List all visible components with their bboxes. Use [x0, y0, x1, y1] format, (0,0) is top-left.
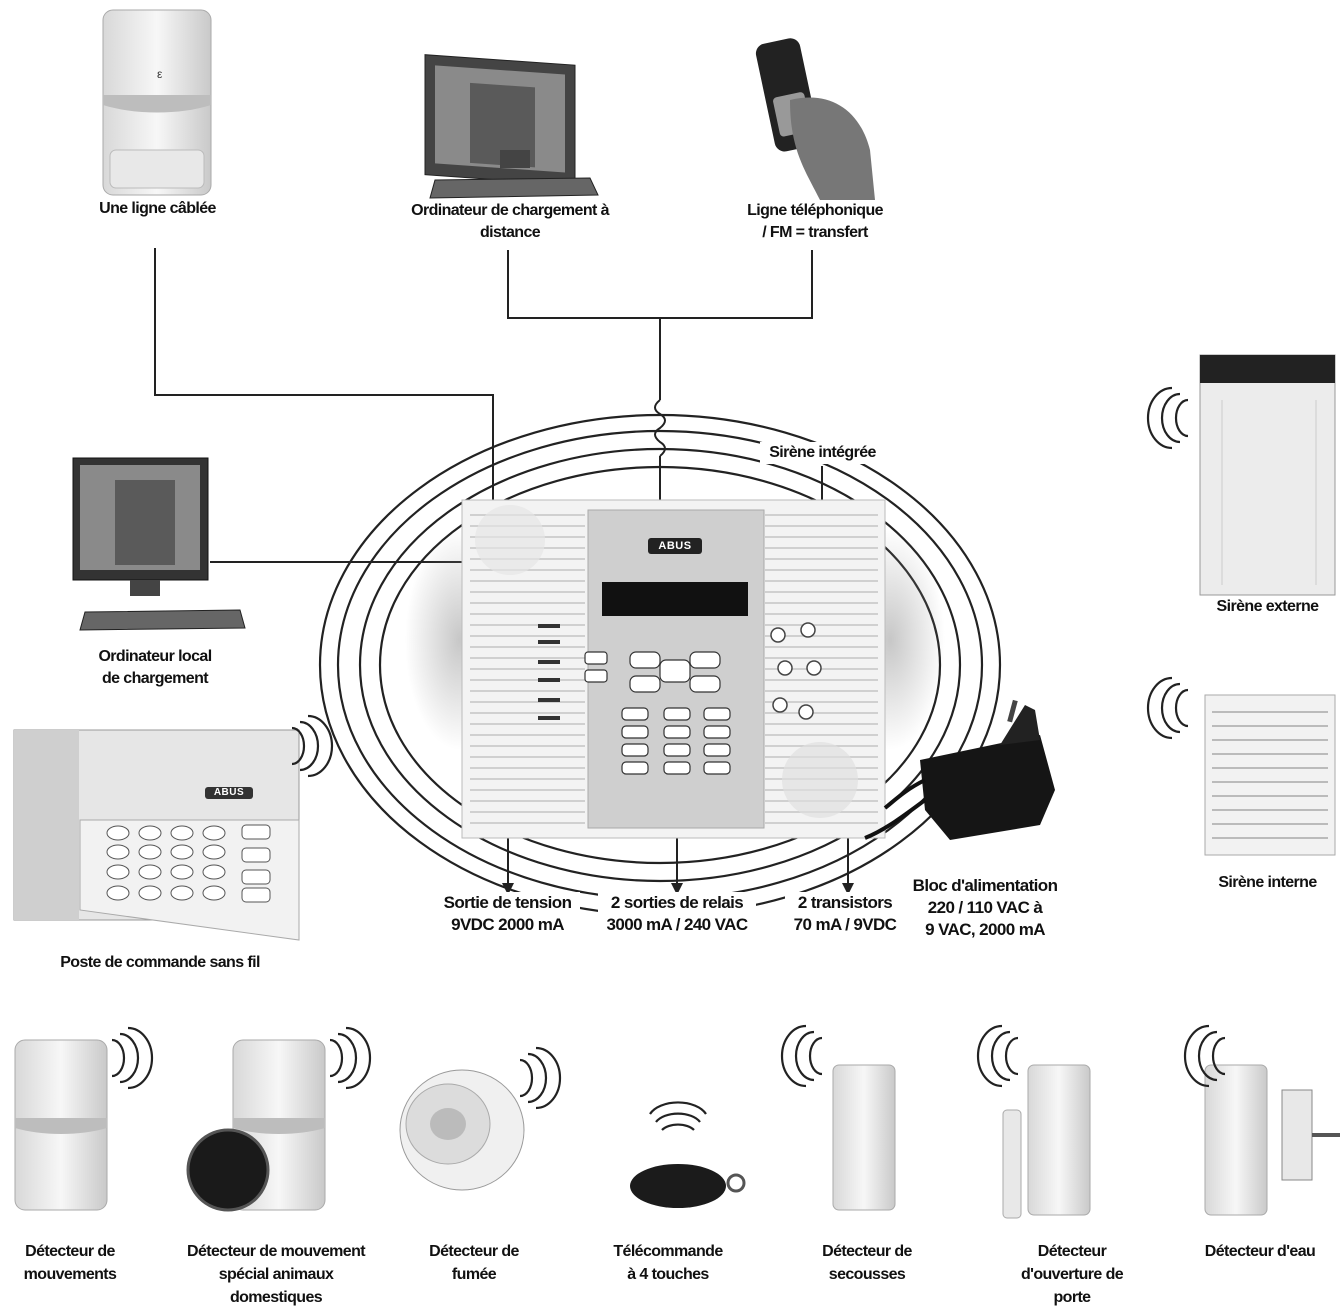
caption-line1: Détecteur de — [25, 1243, 115, 1260]
caption-water-detector: Détecteur d'eau — [1180, 1240, 1340, 1263]
label-relay-outputs-line2: 3000 mA / 240 VAC — [598, 914, 756, 936]
water-detector-device — [1204, 1064, 1340, 1216]
smoke-detector-device — [399, 1069, 525, 1191]
external-siren-radio-waves — [1146, 386, 1189, 450]
caption-line3: domestiques — [229, 1289, 323, 1306]
central-alarm-unit — [461, 499, 886, 839]
remote-computer-icon — [424, 54, 599, 199]
label-phone: Ligne téléphonique / FM = transfert — [735, 200, 895, 244]
pet-motion-detector-device — [186, 1039, 326, 1212]
label-power-supply-line2: 220 / 110 VAC à — [927, 898, 1043, 917]
caption-line2: spécial animaux — [218, 1266, 334, 1283]
motion-detector-device — [14, 1039, 108, 1211]
label-internal-siren: Sirène interne — [1218, 874, 1317, 891]
caption-motion-detector: Détecteur de mouvements — [0, 1240, 200, 1286]
label-integrated-siren: Sirène intégrée — [760, 442, 885, 464]
caption-line1: Détecteur de mouvement — [187, 1243, 366, 1260]
door-contact-device — [1002, 1064, 1091, 1219]
caption-door-contact: Détecteur d'ouverture de porte — [942, 1240, 1202, 1309]
label-voltage-output-line1: Sortie de tension — [435, 892, 580, 914]
power-supply-adapter — [864, 699, 1055, 840]
label-relay-outputs: 2 sorties de relais 3000 mA / 240 VAC — [598, 892, 756, 936]
label-remote-pc-line1: Ordinateur de chargement à — [411, 202, 609, 219]
caption-smoke-detector: Détecteur de fumée — [344, 1240, 604, 1286]
caption-line3: porte — [1053, 1289, 1091, 1306]
wired-motion-detector: ε — [102, 9, 212, 196]
label-power-supply-line3: 9 VAC, 2000 mA — [925, 920, 1045, 939]
local-computer-icon — [72, 457, 246, 631]
label-relay-outputs-line1: 2 sorties de relais — [598, 892, 756, 914]
wireless-keypad-device — [13, 729, 300, 941]
label-transistors: 2 transistors 70 mA / 9VDC — [785, 892, 905, 936]
caption-line2: d'ouverture de — [1020, 1266, 1124, 1283]
caption-line2: secousses — [828, 1266, 906, 1283]
label-voltage-output: Sortie de tension 9VDC 2000 mA — [435, 892, 580, 936]
svg-text:ε: ε — [157, 67, 163, 81]
caption-remote-control: Télécommande à 4 touches — [538, 1240, 798, 1286]
caption-line1: Télécommande — [613, 1243, 723, 1260]
caption-line2: à 4 touches — [627, 1266, 709, 1283]
label-phone-line1: Ligne téléphonique — [747, 202, 883, 219]
label-power-supply-line1: Bloc d'alimentation — [912, 876, 1058, 895]
label-voltage-output-line2: 9VDC 2000 mA — [435, 914, 580, 936]
caption-line1: Détecteur d'eau — [1204, 1243, 1316, 1260]
external-siren-device — [1199, 354, 1336, 596]
caption-line1: Détecteur — [1037, 1243, 1107, 1260]
internal-siren-device — [1204, 694, 1336, 856]
label-external-siren: Sirène externe — [1216, 598, 1319, 615]
label-cable-line: Une ligne câblée — [99, 200, 216, 217]
label-wireless-keypad: Poste de commande sans fil — [60, 954, 260, 971]
mobile-phone-in-hand — [755, 38, 875, 200]
label-transistors-line1: 2 transistors — [785, 892, 905, 914]
caption-line2: mouvements — [23, 1266, 117, 1283]
label-local-pc-line1: Ordinateur local — [98, 648, 212, 665]
label-transistors-line2: 70 mA / 9VDC — [785, 914, 905, 936]
brand-logo: ABUS — [658, 540, 692, 552]
sensor-radio-waves — [111, 1024, 1226, 1131]
label-remote-pc: Ordinateur de chargement à distance — [395, 200, 625, 244]
shock-detector-device — [832, 1064, 896, 1211]
label-local-pc-line2: de chargement — [101, 670, 209, 687]
caption-pet-motion-detector: Détecteur de mouvement spécial animaux d… — [146, 1240, 406, 1309]
caption-line2: fumée — [451, 1266, 497, 1283]
internal-siren-radio-waves — [1146, 676, 1189, 740]
caption-line1: Détecteur de — [822, 1243, 912, 1260]
label-power-supply: Bloc d'alimentation 220 / 110 VAC à 9 VA… — [905, 875, 1065, 941]
label-local-pc: Ordinateur local de chargement — [75, 646, 235, 690]
caption-shock-detector: Détecteur de secousses — [737, 1240, 997, 1286]
remote-control-device — [630, 1164, 746, 1208]
label-phone-line2: / FM = transfert — [762, 224, 868, 241]
keypad-brand-logo: ABUS — [213, 787, 245, 798]
caption-line1: Détecteur de — [429, 1243, 519, 1260]
label-remote-pc-line2: distance — [479, 224, 541, 241]
keypad-radio-waves — [291, 714, 334, 778]
